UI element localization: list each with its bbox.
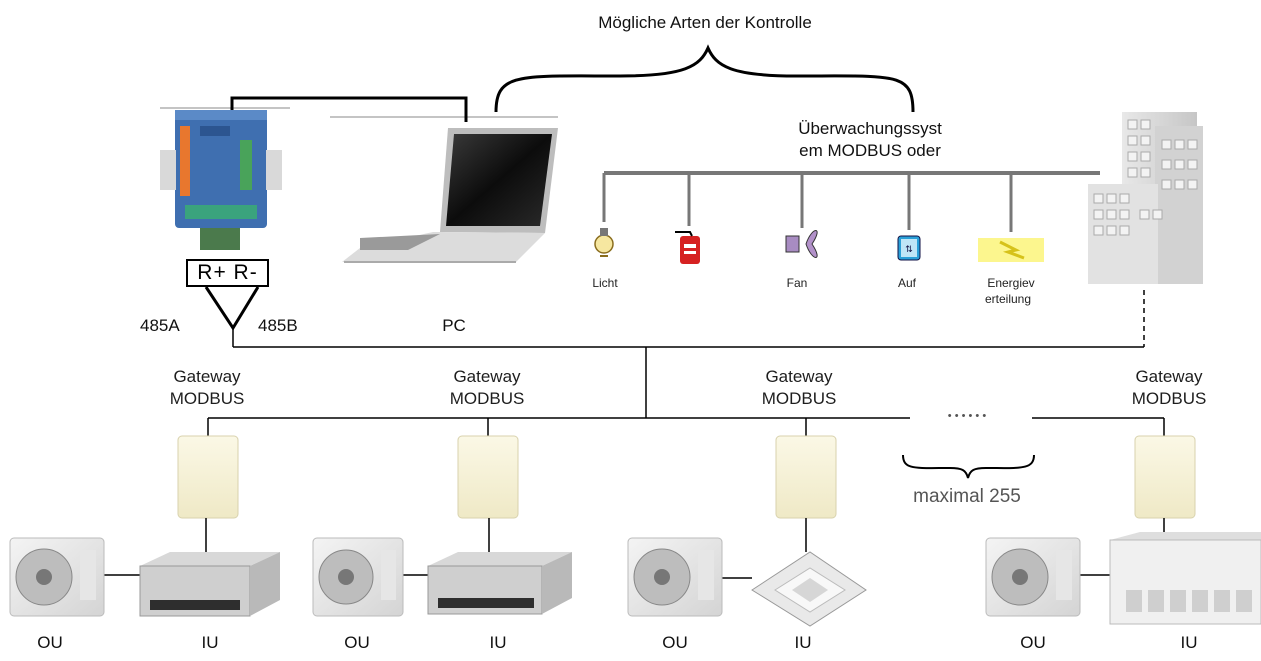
gateway-label-4-line1: Gateway [1135, 367, 1203, 386]
unit-4-iu-label: IU [1180, 633, 1198, 652]
gateway-label-3-line1: Gateway [765, 367, 833, 386]
light-bulb-icon [594, 228, 614, 257]
unit-3-ou-label: OU [662, 633, 688, 652]
monitoring-label-line2: em MODBUS oder [799, 141, 941, 160]
device-label-fan: Fan [786, 276, 808, 290]
energy-meter-icon [978, 238, 1044, 262]
laptop-pc [342, 128, 558, 263]
modbus-controller-device [160, 110, 282, 250]
diagram-title: Mögliche Arten der Kontrolle [598, 13, 812, 32]
device-label-energie-2: erteilung [984, 292, 1032, 306]
gateway-label-2-line2: MODBUS [449, 389, 525, 408]
fire-extinguisher-icon [675, 231, 700, 264]
elevator-icon: ⇅ [897, 235, 921, 261]
unit-1-iu-label: IU [201, 633, 219, 652]
unit-2-iu-label: IU [489, 633, 507, 652]
monitoring-bus [602, 171, 1100, 232]
pc-label: PC [442, 316, 466, 335]
gateway-label-4-line2: MODBUS [1131, 389, 1207, 408]
gateway-label-3-line2: MODBUS [761, 389, 837, 408]
more-gateways-ellipsis: • • • • • • [947, 410, 987, 422]
gateway-box-3 [775, 418, 837, 552]
outdoor-unit-4 [985, 537, 1081, 617]
unit-2-ou-label: OU [344, 633, 370, 652]
indoor-unit-ducted-1 [139, 552, 280, 617]
gateway-box-2 [457, 418, 519, 568]
svg-text:⇅: ⇅ [905, 245, 913, 255]
label-485b: 485B [258, 316, 298, 335]
control-types-brace [494, 44, 915, 113]
building-icon [1088, 112, 1203, 284]
gateway-box-4 [1134, 418, 1196, 536]
gateway-label-1-line2: MODBUS [169, 389, 245, 408]
gateway-box-1 [177, 418, 239, 556]
max-units-label: maximal 255 [913, 486, 1021, 507]
gateway-label-1-line1: Gateway [173, 367, 241, 386]
outdoor-unit-1 [9, 537, 105, 617]
controller-cable [160, 96, 558, 122]
max-units-brace [902, 454, 1035, 479]
indoor-unit-cassette [751, 551, 867, 627]
monitoring-label-line1: Überwachungssyst [798, 119, 942, 138]
indoor-unit-ducted-2 [427, 552, 572, 615]
outdoor-unit-3 [627, 537, 723, 617]
device-label-licht: Licht [592, 276, 618, 290]
outdoor-unit-2 [312, 537, 404, 617]
unit-1-ou-label: OU [37, 633, 63, 652]
device-label-auf: Auf [897, 276, 917, 290]
rs485-wires [204, 286, 1164, 419]
device-label-energie-1: Energiev [987, 276, 1035, 290]
controller-terminals: R+ R- [186, 259, 269, 287]
unit-3-iu-label: IU [794, 633, 812, 652]
gateway-label-2-line1: Gateway [453, 367, 521, 386]
unit-4-ou-label: OU [1020, 633, 1046, 652]
indoor-unit-ceiling-floor [1109, 532, 1261, 625]
label-485a: 485A [140, 316, 180, 335]
fan-icon [785, 230, 818, 258]
